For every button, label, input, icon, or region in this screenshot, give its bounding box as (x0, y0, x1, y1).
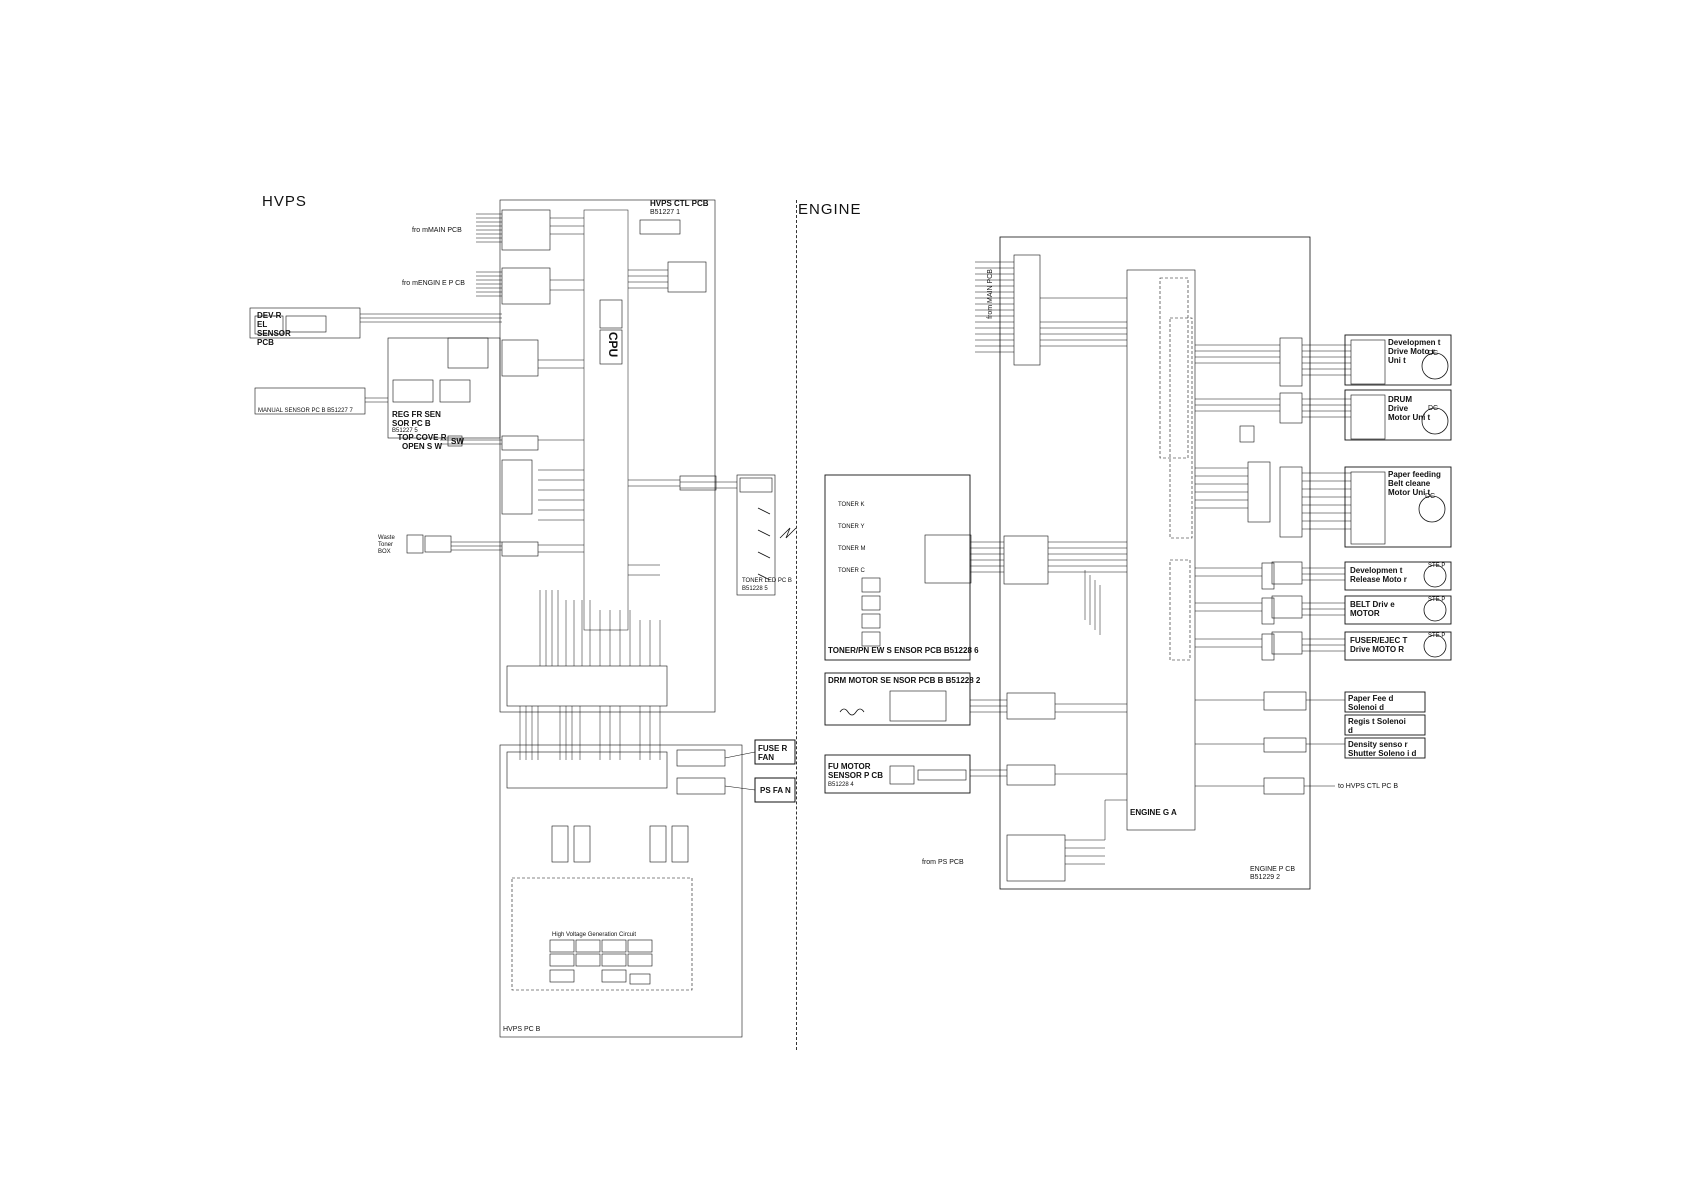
fuser-drive-motor-label: FUSER/EJEC T Drive MOTO R (1350, 636, 1408, 654)
hvps-pcb-label: HVPS PC B (503, 1026, 541, 1033)
drm-motor-sensor-label: DRM MOTOR SE NSOR PCB B B51228 2 (828, 676, 981, 685)
reg-sensor-code: B51227 5 (392, 428, 418, 434)
dev-drive-dc-icon: DC (1428, 350, 1439, 357)
fuser-fan-label: FUSE R FAN (758, 744, 788, 762)
dev-drive-motor-label: Developmen t Drive Moto r Uni t (1388, 338, 1441, 365)
toner-y-label: TONER Y (838, 524, 865, 530)
drum-drive-motor-label: DRUM Drive Motor Uni t (1388, 395, 1431, 422)
fuser-drive-step-icon: STE P (1428, 633, 1446, 639)
dev-sensor-label: DEV-R EL SENSOR PCB (257, 311, 291, 347)
toner-led-label: TONER LED PC B (742, 578, 792, 584)
density-shutter-label: Density senso r Shutter Soleno i d (1348, 740, 1417, 758)
section-divider (796, 200, 797, 1050)
cpu-label: CPU (606, 331, 621, 358)
toner-led-code: B51228 5 (742, 586, 768, 592)
from-main-label: fro mMAIN PCB (412, 227, 462, 234)
fu-motor-sensor-code: B51228 4 (828, 782, 854, 788)
hv-gen-label: High Voltage Generation Circuit (552, 932, 637, 938)
paper-feed-motor-label: Paper feeding Belt cleane Motor Uni t (1388, 470, 1441, 497)
hvps-section-title: HVPS (262, 193, 307, 210)
engine-from-main: from MAIN PCB (986, 269, 994, 319)
from-engine-label: fro mENGIN E P CB (402, 280, 465, 287)
reg-sensor-label: REG FR SEN SOR PC B (392, 410, 441, 428)
dev-release-step-icon: STE P (1428, 563, 1446, 569)
drum-drive-dc-icon: DC (1428, 405, 1439, 412)
dev-release-motor-label: Developmen t Release Moto r (1350, 566, 1407, 584)
engine-section-title: ENGINE (798, 201, 862, 218)
toner-k-label: TONER K (838, 502, 865, 508)
engine-pcb-code: B51229 2 (1250, 874, 1280, 881)
fu-motor-sensor-label: FU MOTOR SENSOR P CB (828, 762, 883, 780)
ps-fan-label: PS FA N (760, 786, 791, 795)
toner-c-label: TONER C (838, 568, 865, 574)
hvps-ctl-board-title: HVPS CTL PCB (650, 199, 709, 208)
engine-pcb-label: ENGINE P CB (1250, 866, 1295, 873)
paper-feed-dc-icon: DC (1425, 493, 1436, 500)
toner-sensor-label: TONER/PN EW S ENSOR PCB B51228 6 (828, 646, 979, 655)
hvps-ctl-board-code: B51227 1 (650, 209, 680, 216)
toner-m-label: TONER M (838, 546, 866, 552)
to-hvps-label: to HVPS CTL PC B (1338, 783, 1399, 790)
belt-drive-step-icon: STE P (1428, 597, 1446, 603)
engine-ga-label: ENGINE G A (1130, 808, 1177, 817)
top-cover-label: TOP COVE R OPEN S W (397, 433, 447, 451)
belt-drive-motor-label: BELT Driv e MOTOR (1350, 600, 1395, 618)
paper-feed-solenoid-label: Paper Fee d Solenoi d (1348, 694, 1394, 712)
waste-box-label: Waste Toner BOX (378, 535, 395, 555)
regist-solenoid-label: Regis t Solenoi d (1348, 717, 1406, 735)
manual-sensor-label: MANUAL SENSOR PC B B51227 7 (258, 408, 353, 414)
top-cover-switch: SW (451, 437, 464, 446)
engine-from-ps: from PS PCB (922, 859, 964, 866)
